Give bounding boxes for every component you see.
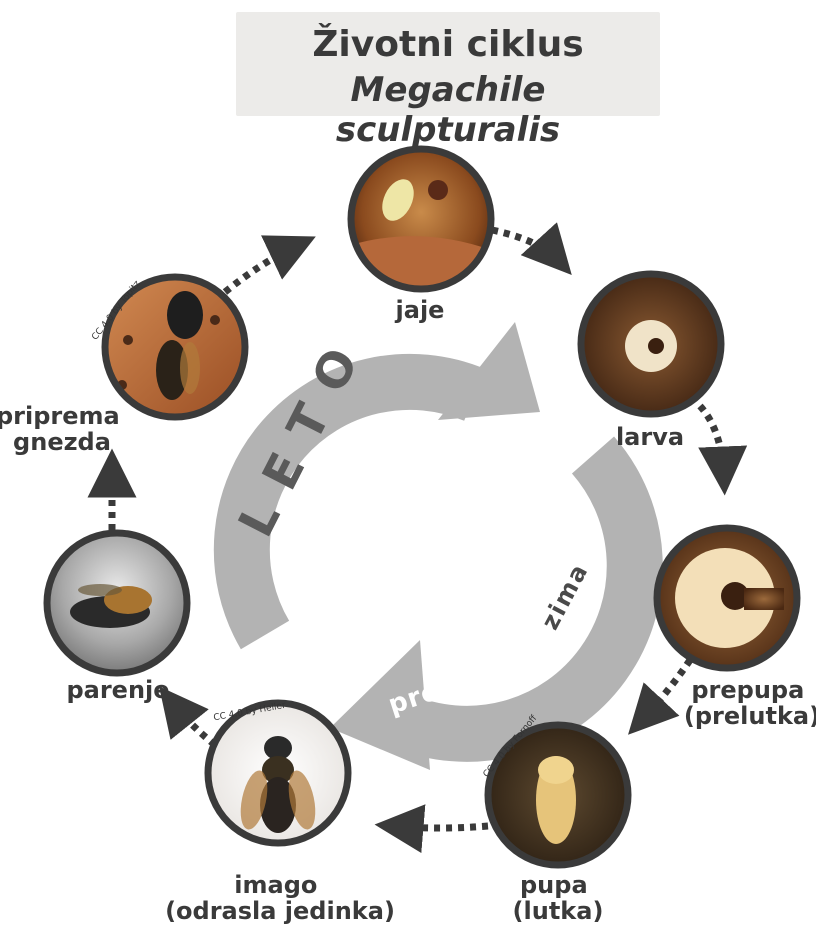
arrow-egg-to-larva <box>492 230 560 262</box>
stage-mating <box>47 533 187 673</box>
label-prepupa: prepupa (prelutka) <box>684 676 816 730</box>
label-pupa: pupa (lutka) <box>513 871 604 925</box>
label-prepupa-line1: prepupa <box>691 676 804 704</box>
season-summer-label: LETO <box>228 320 380 546</box>
stage-imago <box>208 703 348 843</box>
label-imago-line2: (odrasla jedinka) <box>165 897 395 925</box>
arrow-pupa-to-imago <box>392 826 488 828</box>
season-winter-label: zima <box>536 558 594 634</box>
label-nest-line1: priprema <box>0 402 120 430</box>
label-pupa-line1: pupa <box>520 871 588 899</box>
stage-egg <box>351 149 491 289</box>
label-nest-line2: gnezda <box>13 428 111 456</box>
label-nest-preparation: priprema gnezda <box>0 402 128 456</box>
arrow-nest-to-egg <box>225 244 300 292</box>
label-larva: larva <box>616 423 684 451</box>
label-prepupa-line2: (prelutka) <box>684 702 816 730</box>
label-imago: imago (odrasla jedinka) <box>165 871 395 925</box>
arrow-imago-to-mating <box>170 700 215 745</box>
stage-prepupa <box>657 528 797 668</box>
label-imago-line1: imago <box>234 871 317 899</box>
label-mating: parenje <box>66 676 169 704</box>
arrow-prepupa-to-pupa <box>640 660 690 722</box>
arrow-larva-to-prepupa <box>700 406 724 478</box>
label-egg: jaje <box>395 296 445 324</box>
stage-larva <box>581 274 721 414</box>
label-pupa-line2: (lutka) <box>513 897 604 925</box>
